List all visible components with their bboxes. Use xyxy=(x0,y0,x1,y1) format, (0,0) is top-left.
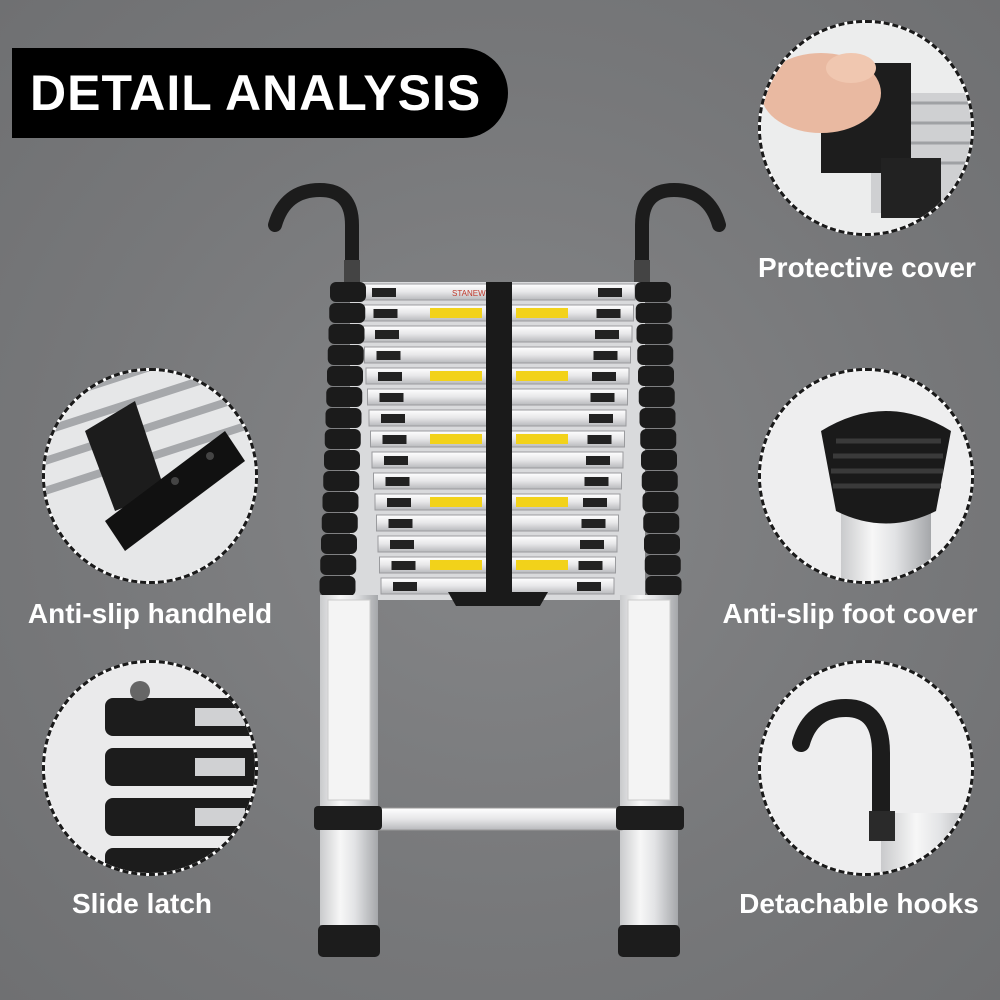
rung-cap-right xyxy=(635,303,672,323)
anti-slip-handheld-detail xyxy=(42,368,258,584)
warning-label xyxy=(516,497,568,507)
warning-label xyxy=(516,371,568,381)
latch-slot xyxy=(379,393,404,402)
rung-cap-right xyxy=(638,366,674,386)
latch-slot xyxy=(590,393,615,402)
rung-cap-left xyxy=(330,282,366,302)
rung-cap-right xyxy=(640,429,677,449)
detachable-hooks-detail xyxy=(758,660,974,876)
latch-slot xyxy=(388,519,413,528)
slide-latch-detail xyxy=(42,660,258,876)
latch-slot xyxy=(592,372,616,381)
left-hook xyxy=(268,182,359,282)
warning-label xyxy=(430,371,482,381)
latch-slot xyxy=(378,372,402,381)
latch-slot xyxy=(580,540,604,549)
latch-slot xyxy=(387,498,411,507)
left-foot xyxy=(318,925,380,957)
latch-slot xyxy=(586,456,610,465)
latch-slot xyxy=(593,351,618,360)
latch-slot xyxy=(583,498,607,507)
rung-cap-left xyxy=(329,303,366,323)
rung-cap-right xyxy=(644,555,681,575)
rung-cap-left xyxy=(327,345,364,365)
rung-cap-right xyxy=(639,408,676,428)
latch-slot xyxy=(390,540,414,549)
rung-cap-left xyxy=(324,450,360,470)
latch-slot xyxy=(577,582,601,591)
rung-cap-right xyxy=(644,534,680,554)
rung-cap-left xyxy=(321,513,358,533)
caption-slide-latch: Slide latch xyxy=(71,888,213,919)
rung-cap-left xyxy=(326,387,363,407)
warning-label xyxy=(516,434,568,444)
rung-cap-right xyxy=(645,576,682,596)
latch-slot xyxy=(381,414,405,423)
warning-label xyxy=(430,497,482,507)
caption-detachable-hooks: Detachable hooks xyxy=(739,888,979,919)
rung-cap-left xyxy=(321,534,357,554)
brand-label: STANEW xyxy=(452,289,486,298)
rung-cap-right xyxy=(635,282,671,302)
caption-anti-slip-foot-cover: Anti-slip foot cover xyxy=(722,598,978,629)
rung-cap-right xyxy=(641,450,677,470)
warning-label xyxy=(430,560,482,570)
right-hook xyxy=(635,182,726,282)
latch-slot xyxy=(372,288,396,297)
latch-slot xyxy=(391,561,416,570)
latch-slot xyxy=(589,414,613,423)
latch-slot xyxy=(596,309,621,318)
latch-slot xyxy=(584,477,609,486)
rung-cap-left xyxy=(324,429,361,449)
rung-cap-left xyxy=(320,555,357,575)
page-title: DETAIL ANALYSIS xyxy=(30,65,482,121)
latch-slot xyxy=(373,309,398,318)
latch-slot xyxy=(587,435,612,444)
latch-slot xyxy=(375,330,399,339)
warning-label xyxy=(516,560,568,570)
latch-slot xyxy=(581,519,606,528)
rung-cap-right xyxy=(642,492,679,512)
bottom-rung xyxy=(375,807,623,831)
rung-cap-right xyxy=(638,387,675,407)
rung-cap-right xyxy=(641,471,678,491)
latch-slot xyxy=(376,351,401,360)
strap xyxy=(486,282,512,592)
rung-cap-left xyxy=(322,492,359,512)
warning-label xyxy=(430,308,482,318)
rung-cap-left xyxy=(327,366,363,386)
latch-slot xyxy=(384,456,408,465)
rung-cap-right xyxy=(636,324,673,344)
rung-cap-left xyxy=(325,408,362,428)
rung-cap-right xyxy=(643,513,680,533)
latch-slot xyxy=(578,561,603,570)
rung-cap-left xyxy=(328,324,365,344)
caption-anti-slip-handheld: Anti-slip handheld xyxy=(27,598,273,629)
rung-cap-left xyxy=(319,576,356,596)
rung-cap-left xyxy=(323,471,360,491)
latch-slot xyxy=(385,477,410,486)
anti-slip-foot-cover-detail xyxy=(758,368,974,584)
latch-slot xyxy=(598,288,622,297)
protective-cover-detail xyxy=(758,20,974,236)
rung-cap-right xyxy=(637,345,674,365)
warning-label xyxy=(430,434,482,444)
warning-label xyxy=(516,308,568,318)
latch-slot xyxy=(382,435,407,444)
caption-protective-cover: Protective cover xyxy=(758,252,976,283)
right-foot xyxy=(618,925,680,957)
latch-slot xyxy=(595,330,619,339)
latch-slot xyxy=(393,582,417,591)
title-banner: DETAIL ANALYSIS xyxy=(12,48,508,138)
